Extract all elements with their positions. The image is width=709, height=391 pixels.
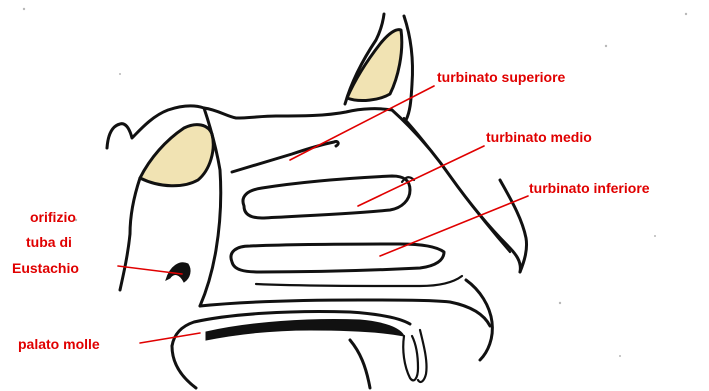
inferior-turbinate — [231, 244, 444, 272]
lower-jaw-outline — [350, 340, 370, 388]
uvula — [418, 330, 427, 382]
label-palato-molle: palato molle — [18, 336, 100, 352]
label-orifizio-line1: orifizio — [30, 209, 76, 225]
label-orifizio-line2: tuba di — [26, 234, 72, 250]
label-orifizio-line3: Eustachio — [12, 260, 79, 276]
middle-turbinate — [243, 176, 410, 218]
leader-palato-molle — [140, 333, 200, 343]
upper-tooth — [403, 336, 418, 380]
label-turbinato-inferiore: turbinato inferiore — [529, 180, 650, 196]
label-turbinato-superiore: turbinato superiore — [437, 69, 566, 85]
labels: turbinato superiore turbinato medio turb… — [12, 69, 650, 352]
nasal-bone-back-outline — [404, 16, 413, 120]
superior-turbinate — [232, 141, 338, 172]
nostril-outline — [466, 280, 492, 360]
nose-tip-outline — [500, 180, 527, 272]
label-turbinato-medio: turbinato medio — [486, 129, 592, 145]
soft-palate-thick — [206, 320, 404, 341]
pharynx-outline — [120, 178, 140, 290]
inferior-turbinate-lower-edge — [256, 276, 462, 286]
cribriform-plate-outline — [204, 108, 392, 118]
maxillary-sinus — [140, 125, 213, 186]
soft-palate-lower — [172, 346, 196, 388]
